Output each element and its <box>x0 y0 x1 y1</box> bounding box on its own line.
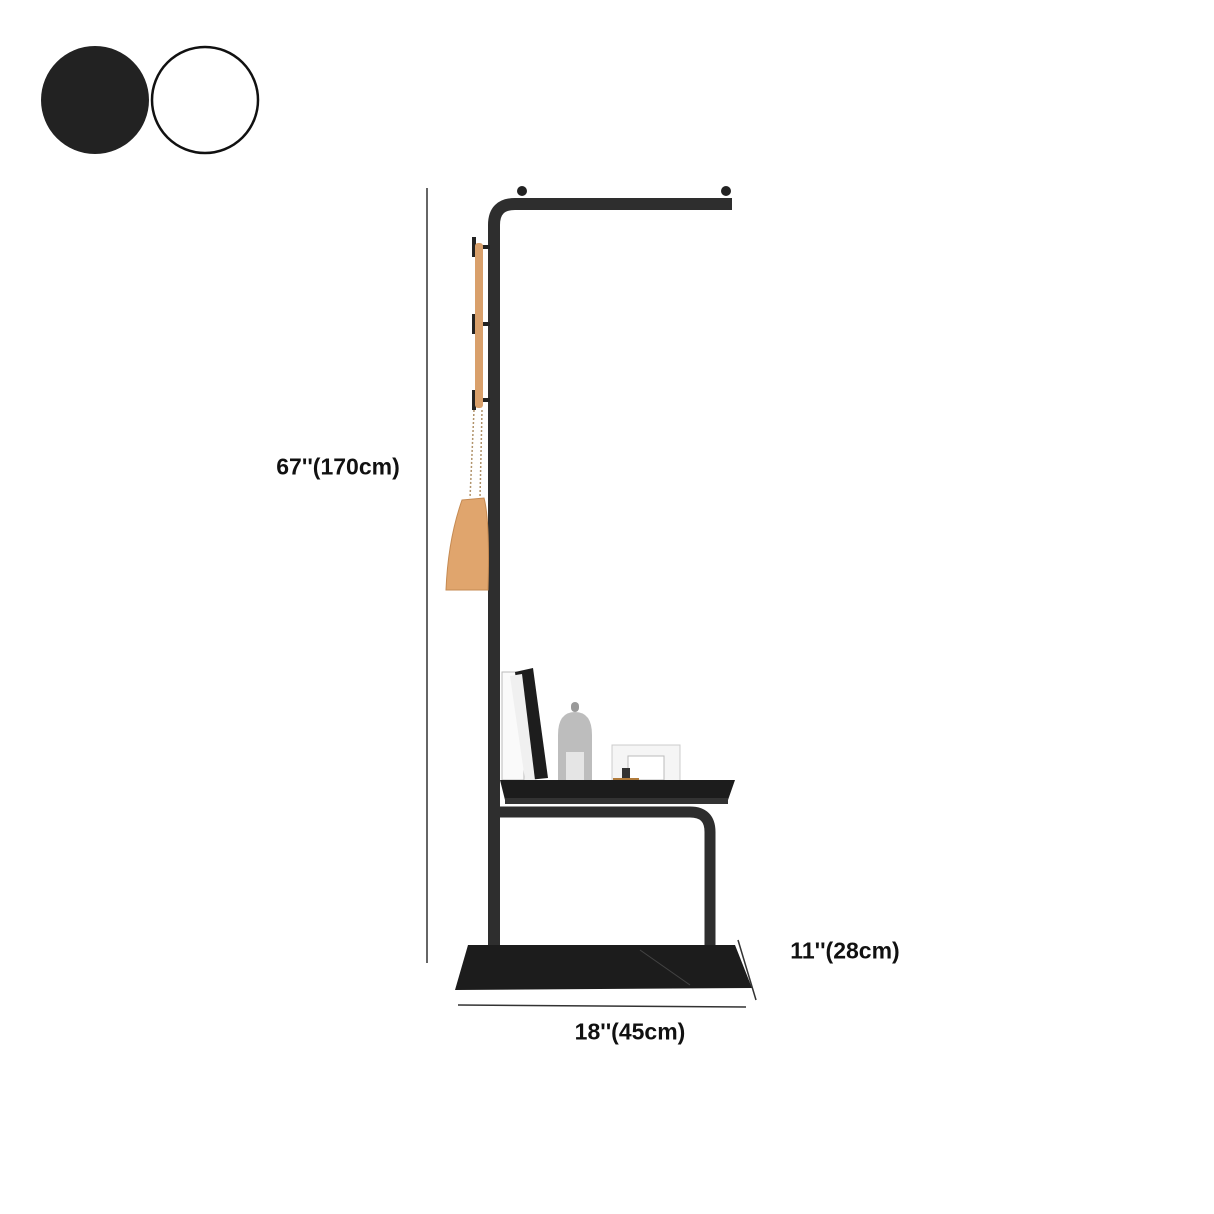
tray-edge <box>505 798 728 804</box>
color-swatch-white[interactable] <box>150 45 260 155</box>
shelf-books <box>501 668 548 781</box>
rack-frame <box>488 198 732 960</box>
tray-shelf <box>500 780 735 800</box>
marble-vein <box>639 949 691 986</box>
bag-strap <box>475 243 483 408</box>
depth-label: 11''(28cm) <box>790 937 900 964</box>
top-knob-right <box>721 186 731 196</box>
glass-cloche <box>558 702 592 785</box>
bag-chain <box>469 409 483 499</box>
width-dimension-line <box>457 1004 747 1008</box>
depth-dimension-line <box>737 939 757 1001</box>
marble-base <box>455 945 752 990</box>
color-swatch-black[interactable] <box>41 46 149 154</box>
top-knob-left <box>517 186 527 196</box>
handbag <box>445 497 489 591</box>
height-label: 67''(170cm) <box>276 453 400 480</box>
width-label: 18''(45cm) <box>574 1018 686 1045</box>
